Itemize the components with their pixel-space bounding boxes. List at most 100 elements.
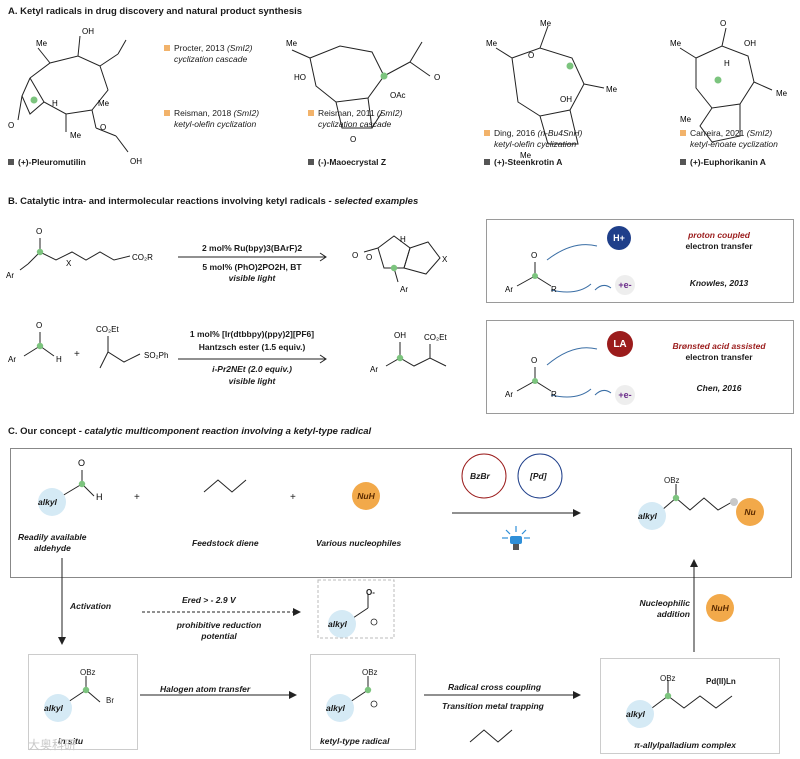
svg-text:OH: OH [82, 27, 94, 36]
svg-text:Ar: Ar [370, 365, 378, 374]
diene-label: Feedstock diene [192, 538, 259, 548]
pcet-subtitle: electron transfer [685, 241, 753, 251]
svg-text:Me: Me [540, 19, 552, 28]
svg-text:O: O [100, 123, 106, 132]
bzbr-label: BzBr [470, 471, 490, 481]
plus-sign-1: + [134, 492, 140, 503]
section-b-title: B. Catalytic intra- and intermolecular r… [8, 196, 419, 207]
svg-text:O: O [366, 253, 372, 262]
ref-marker-icon [308, 110, 314, 116]
product-marker-icon [308, 159, 314, 165]
product-steenkrotin: (+)-Steenkrotin A [484, 157, 562, 167]
ref-reisman-2011: Reisman, 2011 (SmI2) cyclization cascade [308, 108, 402, 130]
svg-text:O: O [78, 458, 85, 468]
product-marker-icon [680, 159, 686, 165]
ref-marker-icon [484, 130, 490, 136]
nuh-badge-2: NuH [706, 594, 734, 622]
svg-text:Me: Me [520, 151, 532, 160]
section-c-scheme: O H [38, 453, 738, 743]
alkyl-label-bromide: alkyl [44, 703, 63, 713]
svg-text:H: H [96, 492, 103, 502]
alkyl-label-anion: alkyl [328, 619, 347, 629]
section-b-schemes: O Ar X CO₂R O O X H Ar O Ar H CO₂Et SO₂P… [6, 227, 448, 374]
insitu-box [28, 654, 138, 750]
svg-text:OH: OH [560, 95, 572, 104]
pd-label: [Pd] [530, 471, 547, 481]
svg-text:H: H [400, 235, 406, 244]
svg-text:R: R [551, 285, 557, 294]
ref-procter: Procter, 2013 (SmI2) cyclization cascade [164, 43, 252, 65]
svg-text:Me: Me [36, 39, 48, 48]
watermark: 大奥科研 [28, 738, 77, 752]
svg-text:Me: Me [70, 131, 82, 140]
rxn2-condition-catalyst: 1 mol% [Ir(dtbbpy)(ppy)2][PF6] [189, 329, 315, 339]
ered-label: Ered > - 2.9 V [182, 595, 236, 605]
insitu-label: in situ [58, 736, 84, 746]
svg-text:H: H [56, 355, 62, 364]
pcet-title: proton coupled [688, 230, 750, 240]
svg-text:Me: Me [286, 39, 298, 48]
rxn1-condition-light: visible light [228, 273, 276, 283]
nuc-label: Various nucleophiles [316, 538, 402, 548]
svg-text:R: R [551, 390, 557, 399]
ref-carreira: Carreira, 2021 (SmI2) ketyl-enoate cycli… [680, 128, 778, 150]
product-euphorikanin: (+)-Euphorikanin A [680, 157, 766, 167]
rxn2-condition-light: visible light [228, 376, 276, 386]
lewis-acid-panel: O Ar R LA +e- Brønsted acid assisted ele… [486, 320, 794, 414]
rxn1-condition-top: 2 mol% Ru(bpy)3(BArF)2 [201, 243, 303, 253]
alkyl-label-allyl: alkyl [626, 709, 645, 719]
section-a-title: A. Ketyl radicals in drug discovery and … [8, 6, 303, 17]
rxn2-condition-base: i-Pr2NEt (2.0 equiv.) [212, 364, 292, 374]
proton-badge: H+ [607, 226, 631, 250]
pleuromutilin-ring [29, 55, 109, 115]
svg-text:OH: OH [394, 331, 406, 340]
product-marker-icon [484, 159, 490, 165]
lewis-acid-scheme: O Ar R [505, 347, 612, 399]
prohibitive-label-1: prohibitive reduction [176, 620, 262, 630]
svg-text:O: O [36, 227, 42, 236]
rxn1-condition-bottom: 5 mol% (PhO)2PO2H, BT [202, 262, 302, 272]
o-minus-label: O- [366, 588, 375, 597]
ref-marker-icon [164, 45, 170, 51]
svg-text:OAc: OAc [390, 91, 406, 100]
pcet-panel: O Ar R H+ +e- proton coupled electron tr… [486, 219, 794, 303]
prohibitive-label-2: potential [201, 631, 237, 641]
svg-text:O: O [352, 251, 358, 260]
svg-text:O: O [720, 19, 726, 28]
allylpd-box [600, 658, 780, 754]
radical-cc-label: Radical cross coupling [448, 682, 542, 692]
electron-badge: +e- [615, 275, 635, 295]
plus-sign: + [74, 349, 80, 360]
svg-text:Ar: Ar [6, 271, 14, 280]
lewis-acid-credit: Chen, 2016 [696, 383, 742, 393]
svg-text:O: O [350, 135, 356, 144]
obz-product: OBz [664, 476, 680, 485]
aldehyde-label-1: Readily available [18, 532, 87, 542]
electron-badge-2: +e- [615, 385, 635, 405]
lewis-acid-title: Brønsted acid assisted [672, 341, 766, 351]
svg-text:X: X [442, 255, 448, 264]
svg-text:O: O [531, 356, 537, 365]
rxn2-condition-hantzsch: Hantzsch ester (1.5 equiv.) [198, 342, 306, 352]
lewis-acid-badge: LA [607, 331, 633, 357]
svg-text:X: X [66, 259, 72, 268]
svg-text:Me: Me [486, 39, 498, 48]
svg-text:Ar: Ar [505, 390, 513, 399]
svg-text:O: O [528, 51, 534, 60]
alkyl-label-product: alkyl [638, 511, 657, 521]
svg-text:Ar: Ar [400, 285, 408, 294]
svg-text:Me: Me [98, 99, 110, 108]
plus-sign-2: + [290, 492, 296, 503]
product-maoecrystal: (-)-Maoecrystal Z [308, 157, 386, 167]
ketyl-type-label: ketyl-type radical [320, 736, 390, 746]
svg-text:CO₂Et: CO₂Et [96, 325, 119, 334]
obz-allyl: OBz [660, 674, 676, 683]
svg-text:Ar: Ar [8, 355, 16, 364]
allylpd-label: π-allylpalladium complex [634, 740, 736, 750]
lewis-acid-subtitle: electron transfer [685, 352, 753, 362]
product-marker-icon [8, 159, 14, 165]
tm-trapping-label: Transition metal trapping [442, 701, 544, 711]
product-pleuromutilin: (+)-Pleuromutilin [8, 157, 86, 167]
svg-text:O: O [8, 121, 14, 130]
nucleophilic-label-1: Nucleophilic [639, 598, 690, 608]
